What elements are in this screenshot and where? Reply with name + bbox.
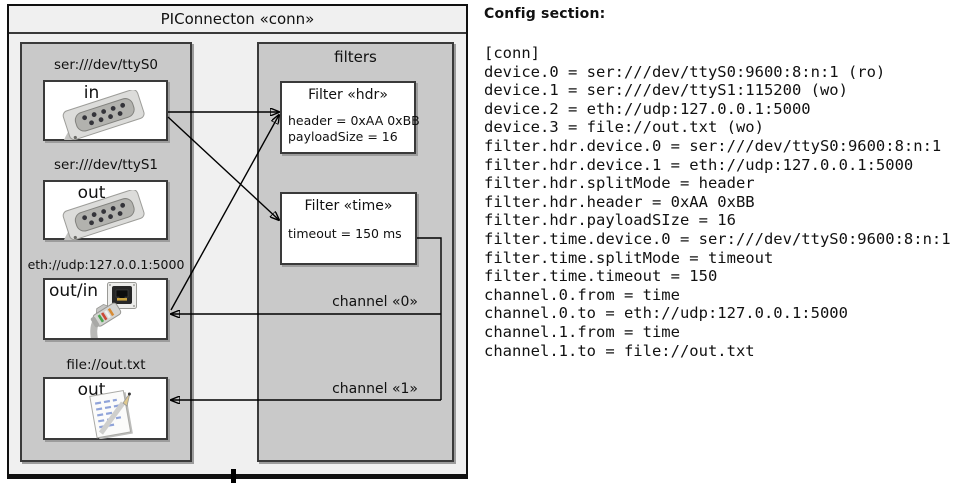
config-line: filter.time.device.0 = ser:///dev/ttyS0:… bbox=[484, 229, 951, 248]
config-line: channel.1.to = file://out.txt bbox=[484, 341, 755, 360]
device-label-file: file://out.txt bbox=[66, 357, 146, 373]
config-line: [conn] bbox=[484, 44, 540, 62]
config-line: device.1 = ser:///dev/ttyS1:115200 (wo) bbox=[484, 81, 848, 100]
config-line: filter.time.splitMode = timeout bbox=[484, 248, 774, 267]
filter-title: Filter «time» bbox=[304, 198, 393, 214]
config-line: filter.hdr.payloadSIze = 16 bbox=[484, 211, 736, 230]
device-box-file: out bbox=[43, 377, 168, 440]
filter-box-time: Filter «time» timeout = 150 ms bbox=[280, 192, 417, 265]
serial-connector-icon bbox=[61, 190, 145, 240]
config-line: device.3 = file://out.txt (wo) bbox=[484, 118, 764, 137]
config-line: device.2 = eth://udp:127.0.0.1:5000 bbox=[484, 99, 811, 118]
device-label-eth: eth://udp:127.0.0.1:5000 bbox=[27, 257, 185, 272]
config-line: device.0 = ser:///dev/ttyS0:9600:8:n:1 (… bbox=[484, 62, 886, 81]
devices-group: ser:///dev/ttyS0 in ser:///dev/ttyS1 bbox=[20, 42, 192, 462]
config-line: filter.hdr.device.0 = ser:///dev/ttyS0:9… bbox=[484, 136, 942, 155]
config-line: channel.0.from = time bbox=[484, 285, 680, 304]
channel-0-label: channel «0» bbox=[332, 294, 418, 310]
port-label: in bbox=[83, 83, 100, 103]
device-box-ttys0: in bbox=[43, 80, 168, 141]
config-line: channel.0.to = eth://udp:127.0.0.1:5000 bbox=[484, 304, 848, 323]
channel-1-label: channel «1» bbox=[332, 381, 418, 397]
filter-attribute: timeout = 150 ms bbox=[288, 226, 402, 241]
filter-attribute: payloadSize = 16 bbox=[288, 129, 398, 144]
filters-group-title: filters bbox=[334, 48, 377, 66]
config-line: channel.1.from = time bbox=[484, 322, 680, 341]
config-line: filter.hdr.header = 0xAA 0xBB bbox=[484, 192, 755, 211]
diagram-title: PIConnecton «conn» bbox=[9, 6, 466, 34]
filter-title: Filter «hdr» bbox=[308, 87, 388, 103]
port-label: out/in bbox=[49, 281, 99, 301]
filter-attribute: header = 0xAA 0xBB bbox=[288, 113, 420, 128]
connector-diagram: PIConnecton «conn» ser:///dev/ttyS0 in bbox=[7, 4, 468, 479]
device-label-ttys0: ser:///dev/ttyS0 bbox=[54, 57, 158, 73]
notepad-pencil-icon bbox=[89, 389, 133, 439]
config-heading: Config section: bbox=[484, 6, 606, 22]
frame-bottom-notch bbox=[231, 469, 236, 483]
ethernet-jack-icon bbox=[107, 282, 137, 309]
device-box-ttys1: out bbox=[43, 180, 168, 240]
device-box-eth: out/in bbox=[43, 278, 168, 340]
device-label-ttys1: ser:///dev/ttyS1 bbox=[54, 157, 158, 173]
ethernet-plug-icon bbox=[90, 302, 122, 338]
port-label: out bbox=[77, 183, 106, 203]
config-line: filter.hdr.device.1 = eth://udp:127.0.0.… bbox=[484, 155, 914, 174]
config-panel: Config section: [conn]device.0 = ser:///… bbox=[484, 4, 962, 360]
serial-connector-icon bbox=[61, 90, 145, 140]
config-lines: [conn]device.0 = ser:///dev/ttyS0:9600:8… bbox=[484, 44, 962, 360]
filters-group: filters Filter «hdr» header = 0xAA 0xBB … bbox=[257, 42, 454, 462]
config-line: filter.hdr.splitMode = header bbox=[484, 174, 755, 193]
config-line: filter.time.timeout = 150 bbox=[484, 267, 718, 286]
filter-box-hdr: Filter «hdr» header = 0xAA 0xBB payloadS… bbox=[280, 81, 420, 154]
